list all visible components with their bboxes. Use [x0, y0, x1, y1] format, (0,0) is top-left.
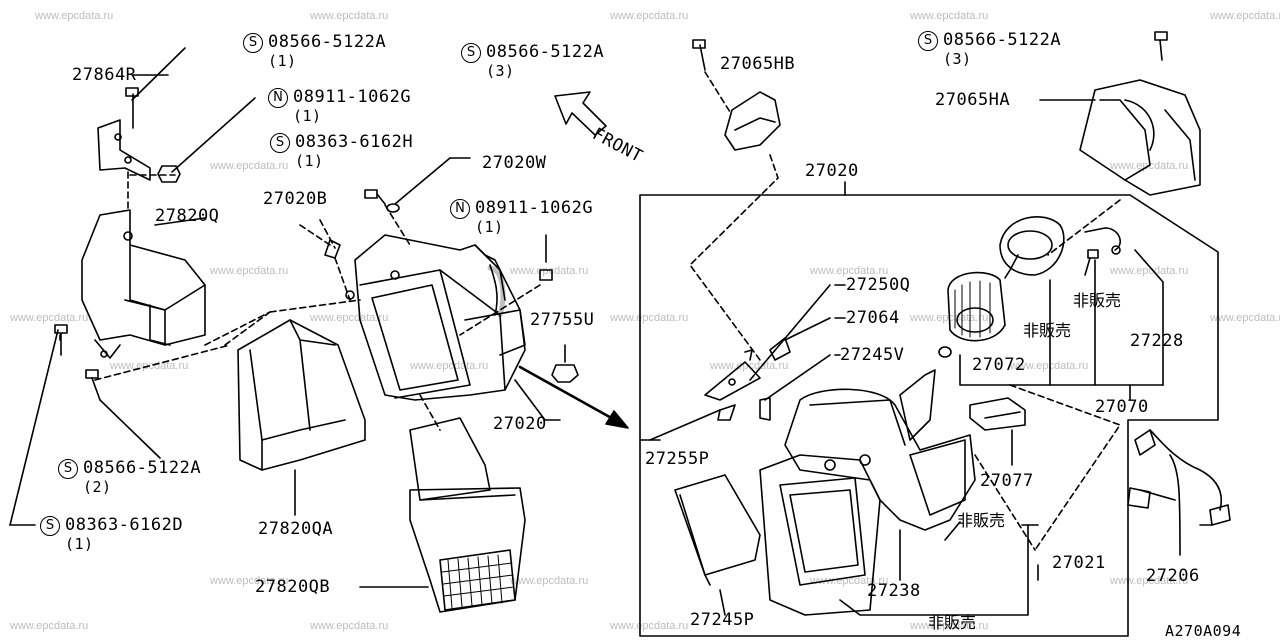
part-label-27255p: 27255P: [645, 449, 710, 469]
fastener-code: 08566-5122A: [486, 42, 605, 62]
cover-27065hb: [724, 91, 781, 151]
watermark: www.epcdata.ru: [210, 575, 289, 587]
watermark: www.epcdata.ru: [810, 265, 889, 277]
watermark: www.epcdata.ru: [1110, 575, 1189, 587]
fastener-qty: (2): [83, 478, 112, 496]
watermark: www.epcdata.ru: [410, 360, 489, 372]
part-label-27820qb: 27820QB: [255, 577, 331, 597]
fastener-n-symbol: N: [450, 199, 470, 219]
watermark: www.epcdata.ru: [310, 620, 389, 632]
cover-27065ha: [1079, 79, 1201, 196]
watermark: www.epcdata.ru: [910, 620, 989, 632]
fastener-s-symbol: S: [243, 33, 263, 53]
part-label-27021: 27021: [1052, 553, 1106, 573]
duct-27820qa: [237, 319, 366, 471]
fastener-code: 08363-6162D: [65, 515, 184, 535]
part-label-27864r: 27864R: [72, 65, 137, 85]
blower-case: [784, 388, 976, 531]
part-label-27820q: 27820Q: [155, 206, 220, 226]
part-label-27206: 27206: [1146, 566, 1200, 586]
fastener-qty: (3): [943, 50, 972, 68]
watermark: www.epcdata.ru: [1110, 265, 1189, 277]
fastener-code: 08911-1062G: [475, 198, 594, 218]
grommet-27755u: [551, 364, 579, 383]
fastener-code: 08911-1062G: [293, 87, 412, 107]
blower-motor: [999, 216, 1065, 276]
part-label-27820qa: 27820QA: [258, 519, 334, 539]
watermark: www.epcdata.ru: [1010, 360, 1089, 372]
watermark: www.epcdata.ru: [910, 10, 989, 22]
part-label-27228: 27228: [1130, 331, 1184, 351]
watermark: www.epcdata.ru: [510, 265, 589, 277]
part-label-27072: 27072: [972, 355, 1026, 375]
part-label-27020: 27020: [493, 414, 547, 434]
resistor-27077: [969, 397, 1026, 431]
filter-27245p: [674, 474, 761, 576]
fastener-s-symbol: S: [40, 516, 60, 536]
fastener-s-symbol: S: [270, 133, 290, 153]
diagram-code: A270A094: [1165, 622, 1242, 640]
watermark: www.epcdata.ru: [510, 575, 589, 587]
part-label-27250q: 27250Q: [846, 275, 911, 295]
not-sold-label: 非販売: [1023, 321, 1072, 340]
part-label-27070: 27070: [1095, 397, 1149, 417]
fastener-s-symbol: S: [461, 43, 481, 63]
fastener-qty: (1): [293, 107, 322, 125]
fan-27072: [947, 271, 1006, 342]
fastener-code: 08566-5122A: [83, 458, 202, 478]
fastener-s-symbol: S: [58, 459, 78, 479]
watermark: www.epcdata.ru: [1210, 312, 1280, 324]
front-arrow: [554, 91, 607, 136]
not-sold-label: 非販売: [928, 613, 977, 632]
intake-27820qb: [409, 417, 491, 501]
fastener-qty: (3): [486, 62, 515, 80]
fastener-code: 08566-5122A: [943, 30, 1062, 50]
assembly-frame: [639, 194, 1219, 637]
watermark: www.epcdata.ru: [310, 312, 389, 324]
harness-27206: [1149, 429, 1222, 511]
watermark: www.epcdata.ru: [310, 10, 389, 22]
fastener-s-symbol: S: [918, 31, 938, 51]
fastener-code: 08363-6162H: [295, 132, 414, 152]
fastener-qty: (1): [268, 52, 297, 70]
fastener-n-symbol: N: [268, 88, 288, 108]
watermark: www.epcdata.ru: [810, 575, 889, 587]
not-sold-label: 非販売: [1073, 291, 1122, 310]
fastener-qty: (1): [295, 152, 324, 170]
part-label-27245v: 27245V: [840, 345, 905, 365]
watermark: www.epcdata.ru: [10, 312, 89, 324]
watermark: www.epcdata.ru: [35, 10, 114, 22]
watermark: www.epcdata.ru: [1210, 10, 1280, 22]
part-label-27020w: 27020W: [482, 153, 547, 173]
part-label-27020-assembly: 27020: [805, 161, 859, 181]
watermark: www.epcdata.ru: [210, 160, 289, 172]
watermark: www.epcdata.ru: [610, 10, 689, 22]
not-sold-label: 非販売: [957, 511, 1006, 530]
watermark: www.epcdata.ru: [610, 620, 689, 632]
watermark: www.epcdata.ru: [10, 620, 89, 632]
part-label-27755u: 27755U: [530, 310, 595, 330]
part-label-27064: 27064: [846, 308, 900, 328]
part-label-27065hb: 27065HB: [720, 54, 796, 74]
fastener-code: 08566-5122A: [268, 32, 387, 52]
watermark: www.epcdata.ru: [210, 265, 289, 277]
duct-27820q: [81, 209, 206, 346]
part-label-27245p: 27245P: [690, 610, 755, 630]
part-label-27077: 27077: [980, 471, 1034, 491]
fastener-qty: (1): [65, 535, 94, 553]
fastener-qty: (1): [475, 218, 504, 236]
watermark: www.epcdata.ru: [610, 312, 689, 324]
part-label-27020b: 27020B: [263, 189, 328, 209]
bracket-27864r: [97, 119, 151, 181]
part-label-27065ha: 27065HA: [935, 90, 1011, 110]
part-label-27238: 27238: [867, 581, 921, 601]
